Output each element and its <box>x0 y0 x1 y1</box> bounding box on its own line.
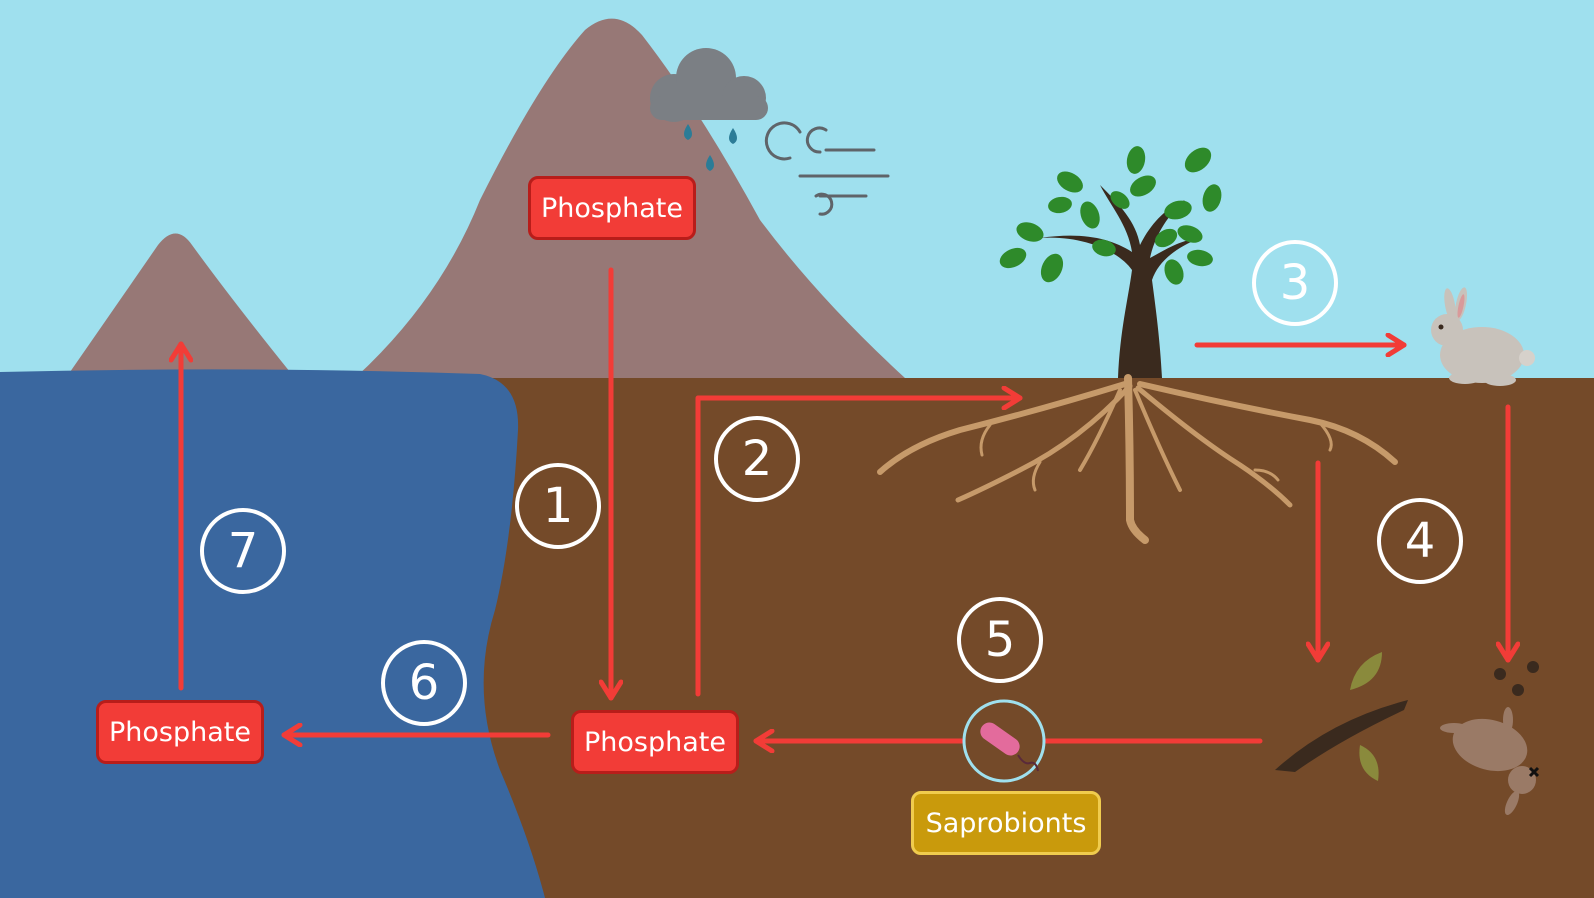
leaf-litter-icon <box>1275 652 1408 781</box>
step-2: 2 <box>714 416 800 502</box>
step-7: 7 <box>200 508 286 594</box>
step-3: 3 <box>1252 240 1338 326</box>
step-1: 1 <box>515 463 601 549</box>
step-6: 6 <box>381 640 467 726</box>
step-4: 4 <box>1377 498 1463 584</box>
rabbit-icon <box>1431 287 1535 386</box>
bacterium-icon <box>962 699 1046 783</box>
small-mountain <box>70 233 290 372</box>
dead-rabbit-icon <box>1440 707 1540 815</box>
wind-icon <box>764 121 890 216</box>
phosphate-mountain-label: Phosphate <box>528 176 696 240</box>
phosphate-water-label: Phosphate <box>96 700 264 764</box>
phosphate-soil-label: Phosphate <box>571 710 739 774</box>
tree-icon <box>877 146 1398 544</box>
water <box>0 369 545 898</box>
rain-cloud-icon <box>650 48 768 171</box>
droppings-icon <box>1494 661 1539 696</box>
arrow-step-2 <box>695 398 1023 697</box>
step-5: 5 <box>957 597 1043 683</box>
saprobionts-label: Saprobionts <box>911 791 1101 855</box>
